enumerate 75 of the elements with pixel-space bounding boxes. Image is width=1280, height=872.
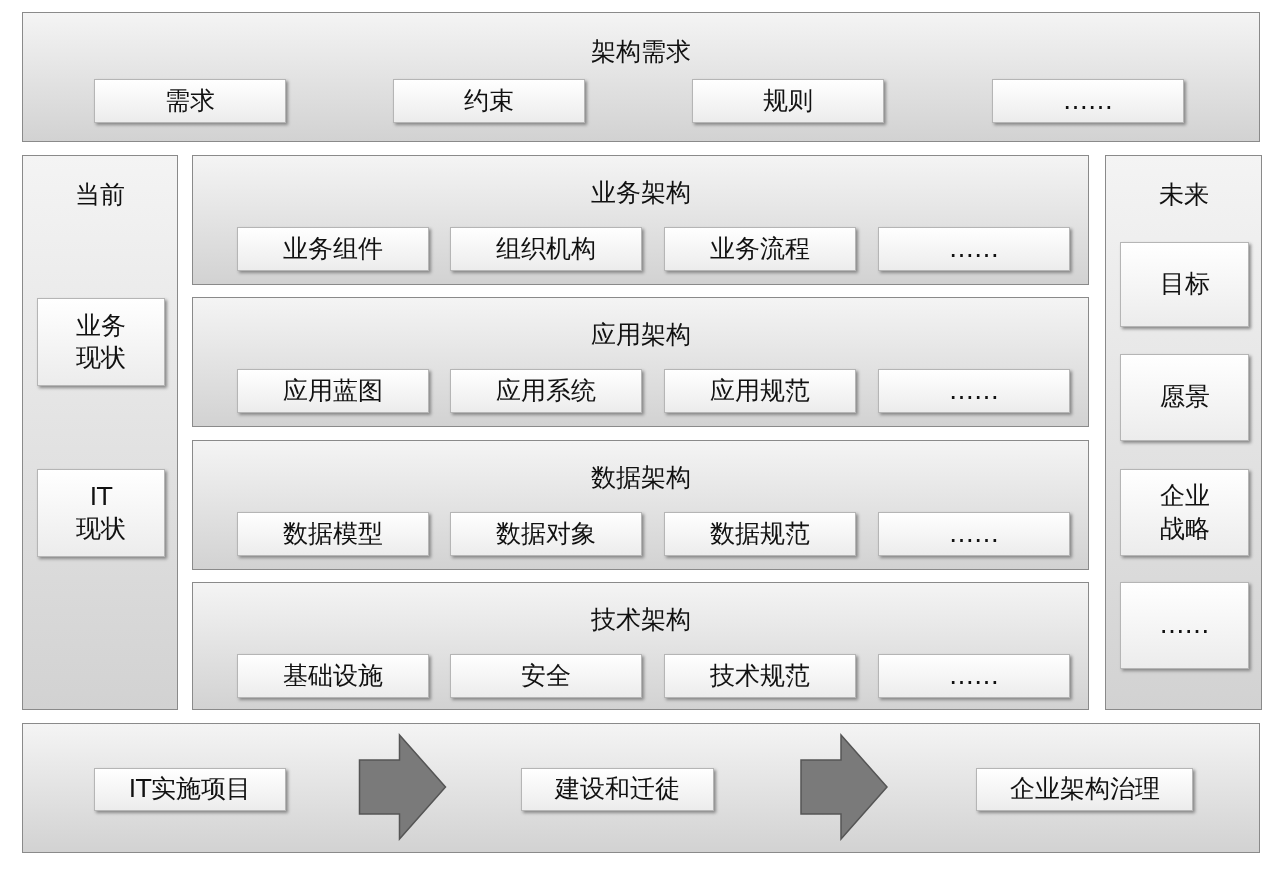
layer-panel [22,12,1260,142]
item-box [976,768,1193,811]
item-box [37,469,165,557]
item-label: 愿景 [1158,381,1211,414]
item-label: …… [949,374,999,407]
item-box [992,79,1184,123]
item-box [664,512,856,556]
layer-panel [192,582,1089,710]
item-label: 组织机构 [496,232,596,265]
item-label: …… [1063,84,1113,117]
item-label: 应用蓝图 [283,374,383,407]
item-box [692,79,884,123]
item-label: 业务组件 [283,232,383,265]
item-box [393,79,585,123]
panel-title: 未来 [1158,180,1209,209]
layer-panel [22,723,1260,853]
panel-title: 当前 [75,180,125,209]
item-label: 应用系统 [496,374,596,407]
item-box [878,512,1070,556]
item-box [450,512,642,556]
item-box [878,654,1070,698]
item-box [237,512,429,556]
item-box [450,654,642,698]
item-label: 企业战略 [1158,480,1211,545]
item-label: 业务流程 [710,232,810,265]
item-box [664,369,856,413]
item-box [94,79,286,123]
panel-title: 数据架构 [590,463,691,492]
layer-panel [22,155,178,710]
item-label: 数据对象 [496,517,596,550]
item-box [1120,242,1249,327]
item-label: 应用规范 [710,374,810,407]
item-label: …… [1158,609,1211,642]
item-label: …… [949,517,999,550]
item-box [1120,469,1249,556]
item-label: 建设和迁徒 [555,773,680,806]
item-label: …… [949,232,999,265]
item-label: 基础设施 [283,659,383,692]
item-label: 技术规范 [710,659,810,692]
item-label: 规则 [763,84,813,117]
item-label: IT现状 [75,480,127,545]
item-label: 安全 [521,659,571,692]
item-label: 数据规范 [710,517,810,550]
panel-title: 应用架构 [590,320,691,349]
item-box [1120,582,1249,669]
item-box [237,227,429,271]
item-box [878,369,1070,413]
item-box [1120,354,1249,441]
item-label: 企业架构治理 [1009,773,1160,806]
item-box [37,298,165,386]
panel-title: 业务架构 [590,178,691,207]
item-label: …… [949,659,999,692]
item-box [521,768,714,811]
block-arrow [358,733,447,841]
item-label: IT实施项目 [128,773,252,806]
item-box [878,227,1070,271]
item-label: 目标 [1158,268,1211,301]
item-box [664,227,856,271]
layer-panel [192,440,1089,570]
item-box [664,654,856,698]
item-label: 约束 [464,84,514,117]
layer-panel [192,155,1089,285]
item-box [450,227,642,271]
panel-title: 架构需求 [591,37,691,66]
item-label: 需求 [165,84,215,117]
layer-panel [192,297,1089,427]
item-box [237,654,429,698]
layer-panel [1105,155,1262,710]
item-label: 业务现状 [75,309,127,374]
item-box [237,369,429,413]
block-arrow [800,733,888,841]
item-label: 数据模型 [283,517,383,550]
panel-title: 技术架构 [590,605,691,634]
item-box [450,369,642,413]
item-box [94,768,286,811]
